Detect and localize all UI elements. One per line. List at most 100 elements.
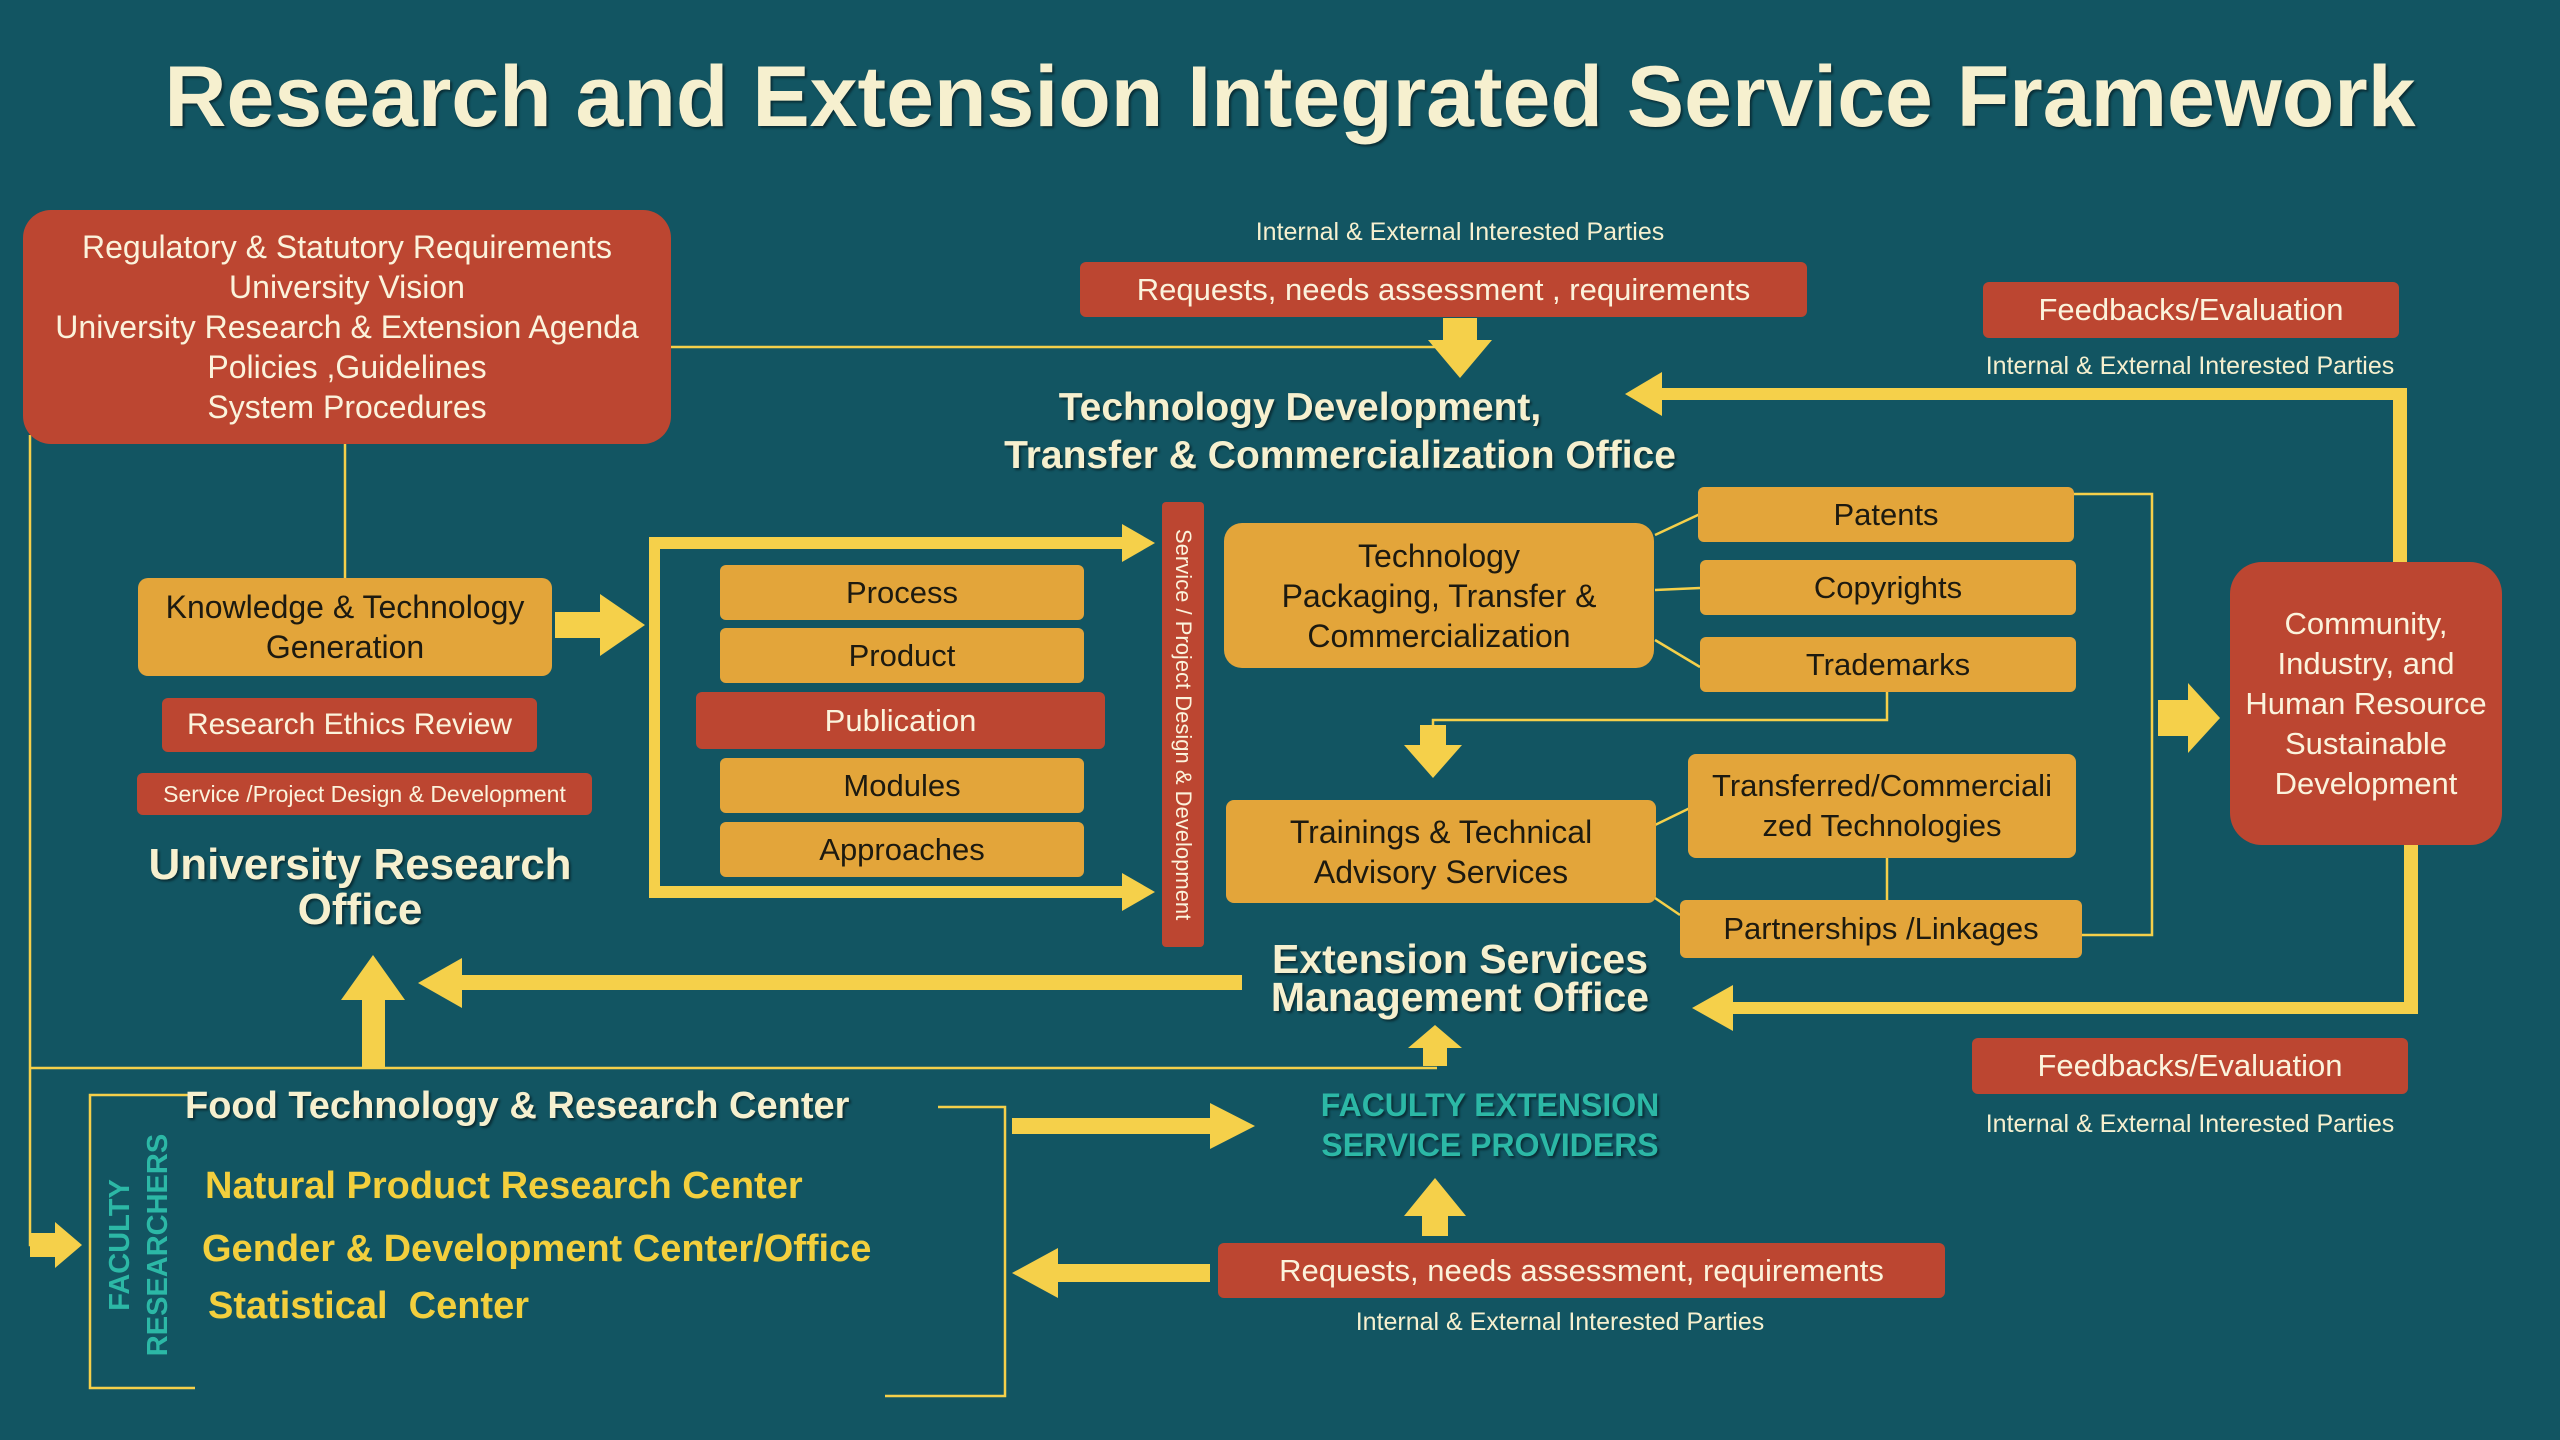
arrow-requests-to-centers-shaft: [1055, 1264, 1210, 1282]
faculty-researchers-line2: RESEARCHERS: [142, 1133, 174, 1357]
arrow-feedback-top-horizontal: [1660, 388, 2407, 400]
output-process: Process: [720, 565, 1084, 620]
arrow-outputs-bottom-head: [1122, 873, 1155, 911]
outputs-bracket-bottom: [649, 886, 1125, 898]
trainings-box: Trainings & Technical Advisory Services: [1226, 800, 1656, 903]
arrow-feedback-top-vertical: [2393, 395, 2407, 565]
project-design-left-box: Service /Project Design & Development: [137, 773, 592, 815]
tech-office-line1: Technology Development,: [1058, 386, 1542, 429]
regulatory-line: Regulatory & Statutory Requirements: [81, 229, 613, 265]
tech-office-title: Technology Development, Transfer & Comme…: [960, 384, 1720, 480]
knowledge-line1: Knowledge & Technology: [165, 589, 525, 625]
packaging-line1: Technology: [1358, 537, 1520, 574]
requests-bottom-box: Requests, needs assessment, requirements: [1218, 1243, 1945, 1298]
arrow-into-faculty-researchers: [30, 1222, 82, 1268]
connector-packaging-patents: [1654, 512, 1701, 537]
community-line: Human Resource: [2245, 685, 2487, 721]
outputs-bracket-left: [649, 537, 660, 898]
arrow-to-trainings: [1404, 725, 1462, 778]
knowledge-generation-box: Knowledge & Technology Generation: [138, 578, 552, 676]
parties-label-feedback-top: Internal & External Interested Parties: [1985, 352, 2395, 380]
faculty-researchers-line1: FACULTY: [104, 1179, 136, 1311]
uro-line1: University Research: [148, 840, 572, 889]
project-design-vertical-label: Service / Project Design & Development: [1171, 528, 1196, 921]
copyrights-box: Copyrights: [1700, 560, 2076, 615]
project-design-vertical-box: Service / Project Design & Development: [1162, 502, 1204, 947]
arrow-feedback-bottom-horizontal: [1730, 1002, 2418, 1014]
page-title: Research and Extension Integrated Servic…: [164, 49, 2416, 145]
arrow-up-to-esmo: [1408, 1025, 1462, 1066]
connector-packaging-trademarks: [1654, 638, 1701, 669]
esmo-line2: Management Office: [1270, 974, 1650, 1020]
uro-line2: Office: [297, 885, 423, 934]
outputs-bracket-top: [649, 537, 1125, 549]
trademarks-box: Trademarks: [1700, 637, 2076, 692]
trainings-line2: Advisory Services: [1313, 853, 1569, 890]
connector-trainings-transferred: [1654, 806, 1691, 827]
connector-trainings-partnerships: [1654, 896, 1681, 917]
faculty-extension-line2: SERVICE PROVIDERS: [1321, 1127, 1659, 1163]
knowledge-line2: Generation: [265, 629, 425, 665]
regulatory-line: University Research & Extension Agenda: [55, 309, 639, 345]
connector-regulatory-to-tech-office: [670, 320, 1462, 349]
feedback-bottom-box: Feedbacks/Evaluation: [1972, 1038, 2408, 1094]
output-publication: Publication: [696, 692, 1105, 749]
trainings-line1: Trainings & Technical: [1289, 813, 1593, 850]
community-box: Community, Industry, and Human Resource …: [2230, 562, 2502, 845]
community-line: Industry, and: [2277, 645, 2455, 681]
parties-label-feedback-bottom: Internal & External Interested Parties: [1985, 1110, 2395, 1138]
tech-office-line2: Transfer & Commercialization Office: [1004, 434, 1676, 477]
esmo-title: Extension Services Management Office: [1220, 936, 1700, 1020]
transferred-line2: zed Technologies: [1762, 808, 2002, 843]
arrow-requests-to-centers-head: [1012, 1248, 1058, 1298]
requests-top-box: Requests, needs assessment , requirement…: [1080, 262, 1807, 317]
faculty-extension-label: FACULTY EXTENSION SERVICE PROVIDERS: [1270, 1085, 1710, 1165]
faculty-researchers-bracket: [88, 1093, 195, 1390]
partnerships-box: Partnerships /Linkages: [1680, 900, 2082, 958]
arrow-esmo-to-uro-shaft: [460, 975, 1242, 990]
transferred-line1: Transferred/Commerciali: [1712, 768, 2052, 803]
technology-packaging-box: Technology Packaging, Transfer & Commerc…: [1224, 523, 1654, 668]
community-line: Development: [2274, 765, 2458, 801]
connector-regulatory-to-faculty-researchers: [28, 435, 40, 1247]
transferred-technologies-box: Transferred/Commerciali zed Technologies: [1688, 754, 2076, 858]
esmo-line1: Extension Services: [1271, 936, 1649, 982]
uro-title: University Research Office: [100, 842, 620, 932]
parties-label-bottom: Internal & External Interested Parties: [1355, 1308, 1765, 1336]
arrow-to-community: [2158, 683, 2220, 753]
regulatory-line: Policies ,Guidelines: [207, 349, 487, 385]
center-natural-product: Natural Product Research Center: [205, 1165, 803, 1207]
connector-packaging-copyrights: [1654, 586, 1701, 592]
center-food-technology: Food Technology & Research Center: [185, 1085, 850, 1127]
center-statistical: Statistical Center: [208, 1285, 529, 1327]
arrow-centers-to-faculty-extension: [1012, 1103, 1255, 1149]
arrow-esmo-to-uro-head: [418, 958, 462, 1008]
output-approaches: Approaches: [720, 822, 1084, 877]
arrow-requests-up: [1404, 1178, 1466, 1236]
connector-right-bracket: [2073, 492, 2154, 937]
arrow-outputs-top-head: [1122, 524, 1155, 562]
regulatory-line: University Vision: [229, 269, 465, 305]
ethics-review-box: Research Ethics Review: [162, 698, 537, 752]
packaging-line2: Packaging, Transfer &: [1281, 577, 1597, 614]
centers-bracket-top: [885, 1105, 1007, 1398]
center-gender-development: Gender & Development Center/Office: [202, 1228, 872, 1270]
connector-trademarks-to-trainings: [1431, 692, 1889, 730]
arrow-up-to-uro: [341, 955, 405, 1068]
feedback-top-box: Feedbacks/Evaluation: [1983, 282, 2399, 338]
arrow-feedback-bottom-head: [1692, 985, 1733, 1031]
faculty-researchers-label: FACULTY RESEARCHERS: [98, 1110, 180, 1380]
arrow-feedback-bottom-vertical: [2404, 845, 2418, 1014]
output-product: Product: [720, 628, 1084, 683]
faculty-extension-line1: FACULTY EXTENSION: [1320, 1087, 1660, 1123]
patents-box: Patents: [1698, 487, 2074, 542]
community-line: Sustainable: [2284, 725, 2447, 761]
regulatory-line: System Procedures: [207, 389, 487, 425]
output-modules: Modules: [720, 758, 1084, 813]
arrow-knowledge-to-outputs: [555, 594, 645, 656]
arrow-requests-down: [1428, 318, 1492, 378]
regulatory-box: Regulatory & Statutory Requirements Univ…: [23, 210, 671, 444]
community-line: Community,: [2284, 605, 2448, 641]
